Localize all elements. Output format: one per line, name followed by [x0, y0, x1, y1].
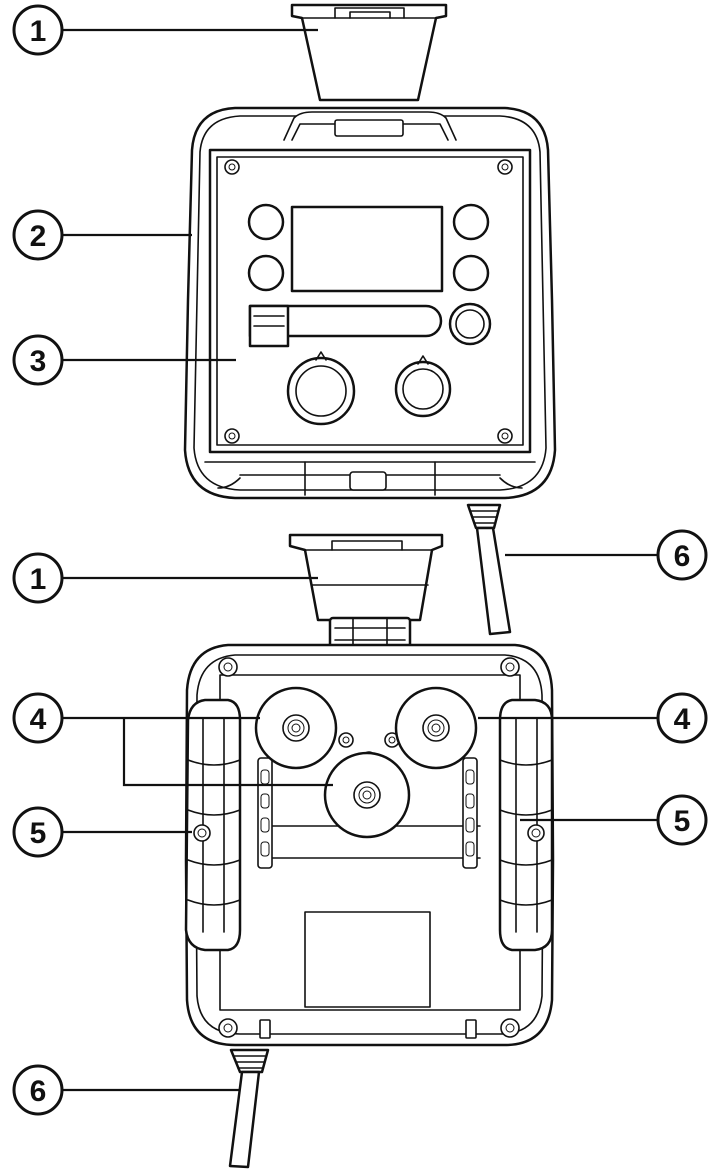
- roller-right: [394, 686, 478, 770]
- rear-label-plate: [304, 911, 431, 1008]
- callout-label: 1: [30, 15, 47, 48]
- callout-label: 4: [674, 703, 691, 736]
- callout-label: 2: [30, 220, 47, 253]
- leader-lines: [62, 28, 658, 1092]
- callout-5-left: 5: [12, 806, 64, 858]
- slider-track[interactable]: [248, 304, 443, 338]
- callout-label: 3: [30, 345, 47, 378]
- front-view: [183, 3, 557, 636]
- cable-top: [466, 503, 512, 636]
- knob-left[interactable]: [286, 351, 356, 426]
- rear-view: [184, 533, 555, 1169]
- callout-3: 3: [12, 334, 64, 386]
- front-control-panel: [208, 148, 532, 454]
- callout-6-bottom: 6: [12, 1064, 64, 1116]
- rear-screws: [218, 657, 520, 1038]
- button-top-left[interactable]: [247, 203, 285, 241]
- button-bottom-right[interactable]: [452, 254, 490, 292]
- callout-5-right: 5: [656, 794, 708, 846]
- button-bottom-left[interactable]: [247, 254, 285, 292]
- callout-1-rear: 1: [12, 552, 64, 604]
- knob-right[interactable]: [394, 355, 452, 418]
- callout-label: 6: [30, 1075, 47, 1108]
- panel-screws: [224, 159, 513, 444]
- callout-label: 6: [674, 540, 691, 573]
- hand-strap-left: [184, 698, 242, 952]
- callout-label: 5: [674, 805, 691, 838]
- strap-anchor-left: [257, 757, 273, 869]
- roller-left: [254, 686, 338, 770]
- button-top-right[interactable]: [452, 203, 490, 241]
- roller-center: [323, 751, 411, 839]
- callout-label: 5: [30, 817, 47, 850]
- callout-4-left: 4: [12, 692, 64, 744]
- callout-4-right: 4: [656, 692, 708, 744]
- callout-6-top: 6: [656, 529, 708, 581]
- callout-2: 2: [12, 209, 64, 261]
- strap-anchor-right: [462, 757, 478, 869]
- callout-1-top: 1: [12, 4, 64, 56]
- callout-label: 1: [30, 563, 47, 596]
- hand-strap-right: [498, 698, 554, 952]
- hanging-bracket-top: [290, 3, 448, 102]
- callout-label: 4: [30, 703, 47, 736]
- cable-bottom: [228, 1048, 270, 1169]
- display-screen: [290, 205, 444, 293]
